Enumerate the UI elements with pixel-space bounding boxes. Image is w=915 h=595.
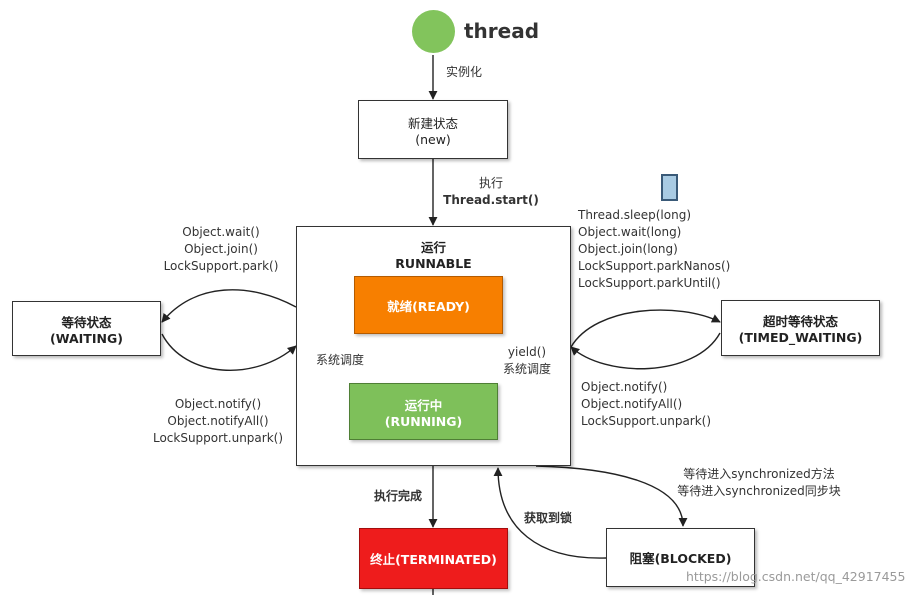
- label-to-timed: Thread.sleep(long) Object.wait(long) Obj…: [578, 207, 730, 292]
- label-finish: 执行完成: [374, 489, 423, 503]
- label-from-timed-1: Object.notify(): [581, 380, 668, 394]
- arrow-timed-to-runnable: [570, 332, 721, 370]
- label-to-timed-3: Object.join(long): [578, 242, 678, 256]
- label-from-waiting-3: LockSupport.unpark(): [152, 431, 284, 445]
- label-to-timed-1: Thread.sleep(long): [578, 208, 692, 222]
- label-schedule: 系统调度: [316, 353, 365, 367]
- arrow-runnable-to-timed: [570, 309, 721, 348]
- state-timed-waiting: 超时等待状态 (TIMED_WAITING): [721, 300, 880, 356]
- state-timed-waiting-name: 超时等待状态: [762, 314, 838, 329]
- state-new-name: 新建状态: [407, 115, 458, 131]
- state-runnable-name: 运行: [420, 240, 446, 255]
- label-yield-line2: 系统调度: [502, 362, 551, 376]
- label-to-timed-2: Object.wait(long): [578, 225, 682, 239]
- label-to-waiting-3: LockSupport.park(): [163, 259, 279, 273]
- state-blocked-label: 阻塞(BLOCKED): [629, 551, 732, 566]
- state-terminated-label: 终止(TERMINATED): [370, 552, 497, 567]
- label-to-timed-4: LockSupport.parkNanos(): [578, 259, 731, 273]
- label-yield-line1: yield(): [507, 345, 547, 359]
- label-to-waiting-1: Object.wait(): [182, 225, 260, 239]
- label-from-waiting-1: Object.notify(): [174, 397, 262, 411]
- label-to-timed-5: LockSupport.parkUntil(): [578, 276, 721, 290]
- arrow-runnable-to-blocked: [535, 465, 688, 527]
- label-yield: yield() 系统调度: [500, 344, 554, 378]
- state-waiting: 等待状态 (WAITING): [12, 301, 161, 356]
- thread-start-node: [412, 10, 455, 53]
- state-timed-waiting-code: (TIMED_WAITING): [738, 330, 863, 345]
- label-from-waiting-2: Object.notifyAll(): [167, 414, 269, 428]
- thread-label: thread: [464, 19, 540, 43]
- label-acquire-lock: 获取到锁: [524, 511, 573, 525]
- state-waiting-code: (WAITING): [50, 330, 123, 346]
- label-to-blocked: 等待进入synchronized方法 等待进入synchronized同步块: [664, 466, 854, 500]
- arrow-blocked-to-runnable: [493, 467, 607, 559]
- state-ready-label: 就绪(READY): [387, 298, 470, 314]
- state-running-name: 运行中: [404, 397, 443, 413]
- state-blocked: 阻塞(BLOCKED): [606, 528, 755, 587]
- label-to-blocked-2: 等待进入synchronized同步块: [677, 484, 841, 498]
- label-start-line2: Thread.start(): [443, 193, 539, 207]
- label-from-timed-3: LockSupport.unpark(): [581, 414, 712, 428]
- arrow-waiting-to-runnable: [161, 333, 297, 371]
- state-running: 运行中 (RUNNING): [349, 383, 498, 440]
- state-running-code: (RUNNING): [384, 413, 463, 429]
- label-to-blocked-1: 等待进入synchronized方法: [683, 467, 835, 481]
- state-runnable-code: RUNNABLE: [395, 256, 472, 271]
- watermark: https://blog.csdn.net/qq_42917455: [686, 569, 906, 584]
- label-instantiate: 实例化: [446, 65, 483, 79]
- state-ready: 就绪(READY): [354, 276, 503, 334]
- label-from-waiting: Object.notify() Object.notifyAll() LockS…: [148, 396, 288, 447]
- label-start: 执行 Thread.start(): [440, 175, 542, 209]
- phone-icon: [661, 174, 678, 201]
- label-from-timed-2: Object.notifyAll(): [581, 397, 683, 411]
- label-to-waiting: Object.wait() Object.join() LockSupport.…: [158, 224, 284, 275]
- state-new-code: (new): [415, 131, 451, 147]
- label-start-line1: 执行: [478, 176, 503, 190]
- state-waiting-name: 等待状态: [61, 314, 112, 330]
- arrow-runnable-to-waiting: [161, 289, 297, 323]
- state-terminated: 终止(TERMINATED): [359, 528, 508, 589]
- label-to-waiting-2: Object.join(): [184, 242, 258, 256]
- label-from-timed: Object.notify() Object.notifyAll() LockS…: [581, 379, 711, 430]
- state-new: 新建状态 (new): [358, 100, 508, 159]
